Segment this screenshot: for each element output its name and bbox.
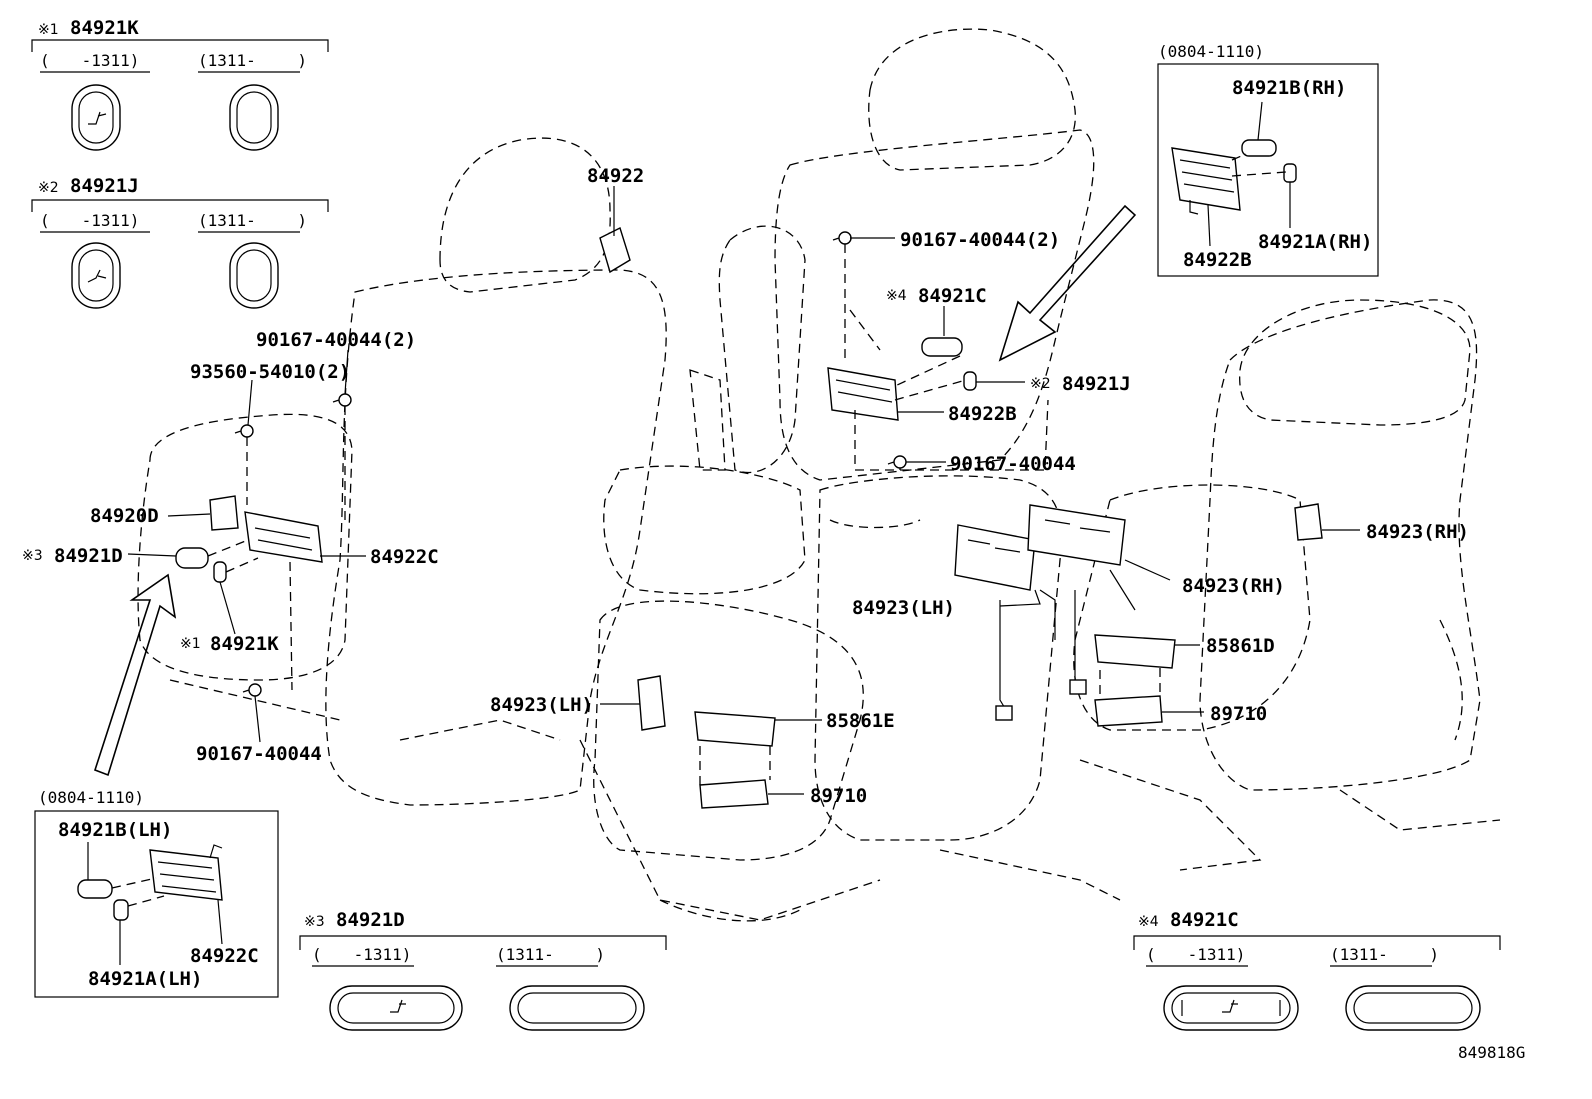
- knob-84921J-icon: [963, 371, 977, 391]
- wide-knob-with-seat-symbol-icon: [1163, 985, 1299, 1031]
- variant-d-range-a: ( -1311): [312, 945, 411, 964]
- switch-knob-plain-icon: [229, 242, 279, 309]
- variant-j-range-b: (1311- ): [198, 211, 307, 230]
- callout-84923-rh-mid: 84923(RH): [1182, 575, 1285, 597]
- variant-key-84921J: ※2 84921J ( -1311) (1311- ): [31, 175, 329, 309]
- callout-84921C: 84921C: [918, 285, 987, 307]
- callout-89710-left: 89710: [810, 785, 867, 807]
- callout-84921J: 84921J: [1062, 373, 1131, 395]
- variant-key-84921D: ※3 84921D ( -1311) (1311- ): [299, 909, 667, 1031]
- knob-84921D-icon: [175, 547, 209, 569]
- inset-lh-label-84922C: 84922C: [190, 945, 259, 967]
- variant-j-range-a: ( -1311): [40, 211, 139, 230]
- module-85861E-icon: [694, 711, 776, 747]
- ecu-89710-left-icon: [699, 779, 769, 809]
- callout-84921D-marker: ※3: [22, 548, 43, 564]
- callout-labels: 84922 90167-40044(2) 90167-40044(2) 9356…: [22, 165, 1469, 807]
- knob-84921K-icon: [213, 561, 227, 583]
- callout-84922B: 84922B: [948, 403, 1017, 425]
- variant-c-code: 84921C: [1170, 909, 1239, 931]
- variant-j-code: 84921J: [70, 175, 139, 197]
- callout-90167-40044-mid: 90167-40044: [950, 453, 1076, 475]
- callout-84921K: 84921K: [210, 633, 279, 655]
- inset-lh: (0804-1110) 84921B(LH) 84922C 84921A(LH): [34, 788, 279, 998]
- variant-k-range-a: ( -1311): [40, 51, 139, 70]
- leader-lines: [127, 186, 1360, 795]
- knob-84921A-rh-icon: [1283, 163, 1297, 183]
- callout-84921K-marker: ※1: [180, 636, 201, 652]
- switch-module-84922B-icon: [827, 367, 899, 421]
- knob-84921A-lh-icon: [113, 899, 129, 921]
- callout-90167-40044-bottom: 90167-40044: [196, 743, 322, 765]
- switch-module-icon: [149, 844, 223, 901]
- screw-icon: [332, 393, 352, 407]
- callout-84920D: 84920D: [90, 505, 159, 527]
- screw-icon: [234, 424, 254, 438]
- wide-knob-with-seat-symbol-icon: [329, 985, 463, 1031]
- seat-artwork: [137, 28, 1501, 922]
- inset-lh-label-84921A: 84921A(LH): [88, 968, 202, 990]
- variant-j-marker: ※2: [38, 180, 59, 196]
- switch-84920D-icon: [209, 495, 239, 531]
- callout-93560-54010: 93560-54010(2): [190, 361, 350, 383]
- switch-panel-84923-rh-icon: [1027, 504, 1126, 566]
- callout-85861D: 85861D: [1206, 635, 1275, 657]
- variant-d-marker: ※3: [304, 914, 325, 930]
- callout-84921D: 84921D: [54, 545, 123, 567]
- callout-90167-40044-left: 90167-40044(2): [256, 329, 416, 351]
- callout-90167-40044-top: 90167-40044(2): [900, 229, 1060, 251]
- switch-module-icon: [1171, 147, 1241, 215]
- variant-key-84921K: ※1 84921K ( -1311) (1311- ): [31, 17, 329, 151]
- switch-84923-rh-far-icon: [1294, 503, 1323, 541]
- switch-module-84922C-icon: [244, 511, 323, 563]
- main-parts: [175, 227, 1323, 809]
- switch-84922-icon: [599, 227, 631, 274]
- variant-d-range-b: (1311- ): [496, 945, 605, 964]
- switch-84923-lh-lower-icon: [637, 675, 666, 731]
- callout-84921J-marker: ※2: [1030, 376, 1051, 392]
- switch-panel-84923-lh-icon: [954, 524, 1036, 591]
- callout-84923-rh-right: 84923(RH): [1366, 521, 1469, 543]
- variant-k-range-b: (1311- ): [198, 51, 307, 70]
- switch-knob-with-symbol-icon: [71, 242, 121, 309]
- inset-lh-label-84921B: 84921B(LH): [58, 819, 172, 841]
- variant-key-84921C: ※4 84921C ( -1311) (1311- ): [1133, 909, 1501, 1031]
- variant-d-code: 84921D: [336, 909, 405, 931]
- variant-c-marker: ※4: [1138, 914, 1159, 930]
- assembly-dashed-lines: [207, 244, 1161, 785]
- callout-84923-lh-left: 84923(LH): [490, 694, 593, 716]
- knob-84921B-lh-icon: [77, 879, 113, 899]
- variant-k-marker: ※1: [38, 22, 59, 38]
- inset-rh-label-84921B: 84921B(RH): [1232, 77, 1346, 99]
- screw-icon: [887, 455, 907, 469]
- switch-knob-with-symbol-icon: [71, 84, 121, 151]
- callout-85861E: 85861E: [826, 710, 895, 732]
- diagram-code: 849818G: [1458, 1043, 1525, 1062]
- variant-c-range-a: ( -1311): [1146, 945, 1245, 964]
- inset-rh-label-84921A: 84921A(RH): [1258, 231, 1372, 253]
- inset-rh-label-84922B: 84922B: [1183, 249, 1252, 271]
- switch-knob-plain-icon: [229, 84, 279, 151]
- knob-84921B-rh-icon: [1241, 139, 1277, 157]
- inset-rh-range: (0804-1110): [1158, 42, 1264, 61]
- knob-84921C-icon: [921, 337, 963, 357]
- wide-knob-plain-icon: [509, 985, 645, 1031]
- callout-84922C: 84922C: [370, 546, 439, 568]
- module-85861D-icon: [1094, 634, 1176, 669]
- screw-icon: [832, 231, 852, 245]
- view-arrows: [94, 204, 1137, 777]
- callout-89710-right: 89710: [1210, 703, 1267, 725]
- variant-c-range-b: (1311- ): [1330, 945, 1439, 964]
- callout-84921C-marker: ※4: [886, 288, 907, 304]
- screw-icon: [242, 683, 262, 697]
- wide-knob-plain-icon: [1345, 985, 1481, 1031]
- inset-rh: (0804-1110) 84921B(RH) 84921A(RH) 84922B: [1157, 42, 1379, 277]
- callout-84922: 84922: [587, 165, 644, 187]
- callout-84923-lh-mid: 84923(LH): [852, 597, 955, 619]
- variant-k-code: 84921K: [70, 17, 139, 39]
- inset-lh-range: (0804-1110): [38, 788, 144, 807]
- ecu-89710-right-icon: [1094, 695, 1163, 727]
